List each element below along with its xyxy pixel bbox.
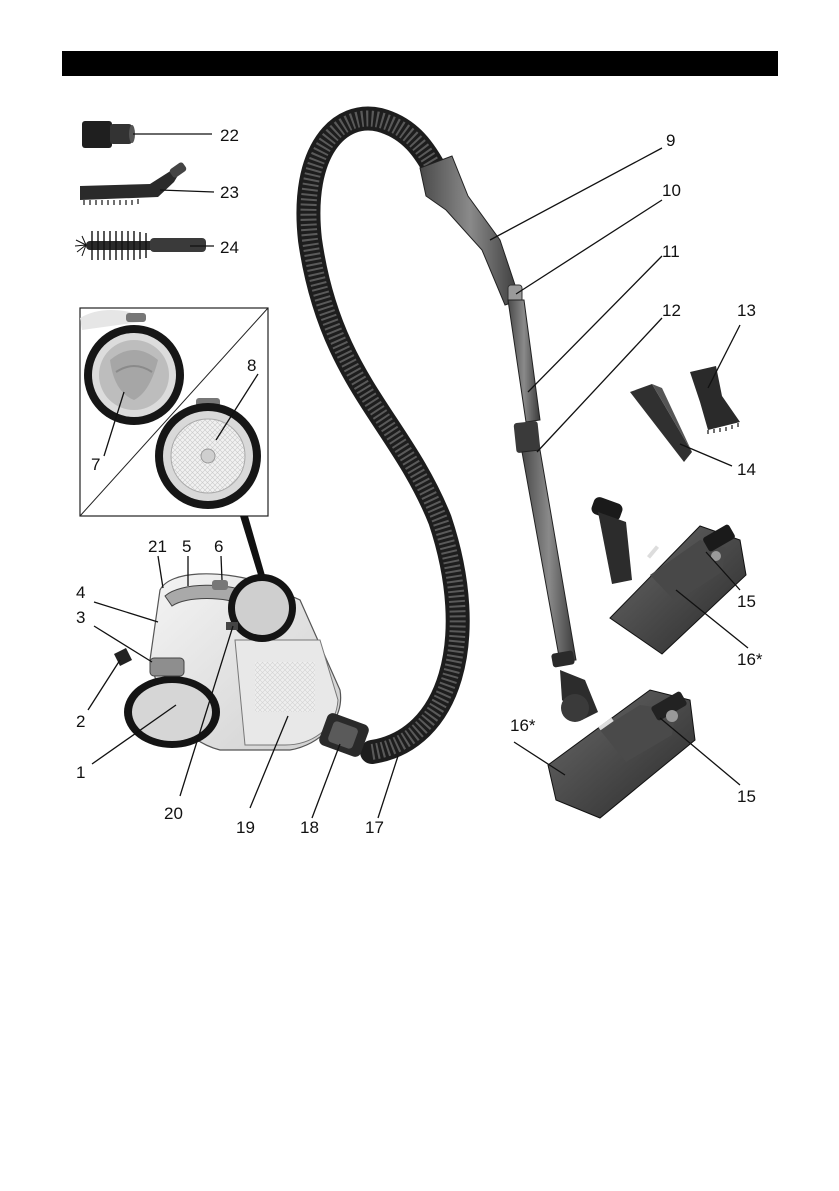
callout-8: 8 bbox=[247, 356, 256, 375]
callout-22: 22 bbox=[220, 126, 239, 145]
callout-16-bottom: 16* bbox=[510, 716, 536, 735]
callout-7: 7 bbox=[91, 455, 100, 474]
callout-19: 19 bbox=[236, 818, 255, 837]
telescopic-tube bbox=[508, 300, 576, 668]
upholstery-brush-23 bbox=[80, 161, 187, 205]
callout-24: 24 bbox=[220, 238, 239, 257]
callout-4: 4 bbox=[76, 583, 85, 602]
crevice-nozzle-14 bbox=[630, 384, 692, 462]
callout-16-top: 16* bbox=[737, 650, 763, 669]
callout-10: 10 bbox=[662, 181, 681, 200]
callout-2: 2 bbox=[76, 712, 85, 731]
callout-17: 17 bbox=[365, 818, 384, 837]
callout-21: 21 bbox=[148, 537, 167, 556]
crevice-adapter-22 bbox=[82, 121, 135, 148]
callout-9: 9 bbox=[666, 131, 675, 150]
callout-1: 1 bbox=[76, 763, 85, 782]
callout-5: 5 bbox=[182, 537, 191, 556]
suction-hose bbox=[308, 119, 522, 753]
callout-3: 3 bbox=[76, 608, 85, 627]
floor-nozzle bbox=[548, 670, 695, 818]
callout-11: 11 bbox=[662, 242, 680, 261]
callout-12: 12 bbox=[662, 301, 681, 320]
callout-20: 20 bbox=[164, 804, 183, 823]
callout-6: 6 bbox=[214, 537, 223, 556]
filter-inset bbox=[80, 308, 268, 516]
callout-13: 13 bbox=[737, 301, 756, 320]
callout-18: 18 bbox=[300, 818, 319, 837]
callout-15-top: 15 bbox=[737, 592, 756, 611]
callout-23: 23 bbox=[220, 183, 239, 202]
callout-15-bottom: 15 bbox=[737, 787, 756, 806]
round-brush-24 bbox=[75, 231, 206, 260]
callout-14: 14 bbox=[737, 460, 756, 479]
vacuum-body bbox=[114, 574, 370, 759]
upholstery-nozzle-13 bbox=[690, 366, 740, 434]
combination-nozzle bbox=[590, 495, 746, 654]
